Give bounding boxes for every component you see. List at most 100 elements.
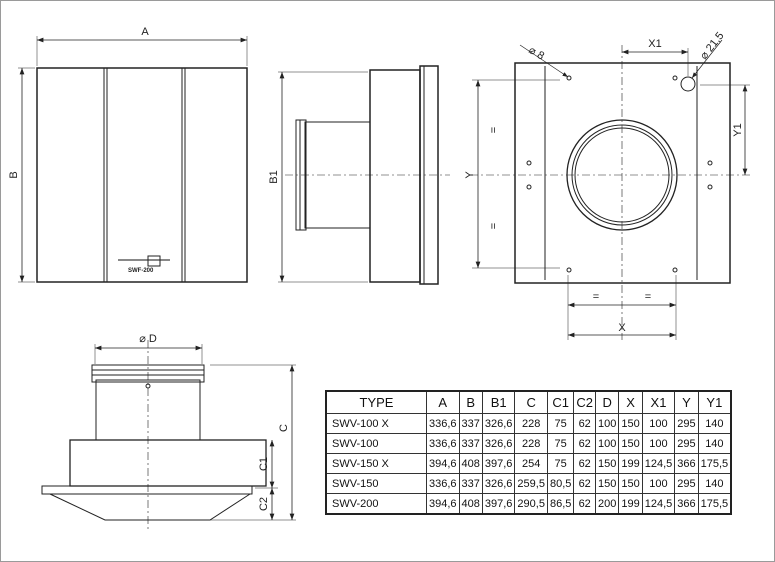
value-cell: 62 — [573, 493, 596, 515]
dim-label-a: A — [141, 26, 149, 38]
value-cell: 75 — [546, 433, 575, 454]
dim-label-c1: C1 — [258, 457, 270, 471]
column-header: Y — [674, 390, 699, 414]
column-header: B1 — [481, 390, 516, 414]
value-cell: 100 — [641, 413, 676, 434]
value-cell: 86,5 — [546, 493, 575, 515]
dim-label-eq-lower: = — [488, 223, 500, 229]
type-cell: SWV-200 — [325, 493, 427, 515]
value-cell: 150 — [618, 473, 643, 494]
side-view — [278, 65, 450, 285]
value-cell: 124,5 — [641, 493, 676, 515]
value-cell: 397,6 — [481, 493, 516, 515]
value-cell: 228 — [514, 433, 548, 454]
value-cell: 254 — [514, 453, 548, 474]
dim-label-eq-left: = — [593, 291, 599, 303]
value-cell: 62 — [573, 453, 596, 474]
value-cell: 326,6 — [481, 413, 516, 434]
value-cell: 80,5 — [546, 473, 575, 494]
value-cell: 100 — [594, 413, 620, 434]
type-cell: SWV-100 — [325, 433, 427, 454]
value-cell: 150 — [594, 473, 620, 494]
dim-label-c: C — [278, 424, 290, 432]
type-cell: SWV-150 — [325, 473, 427, 494]
dim-label-y1: Y1 — [732, 123, 744, 136]
value-cell: 150 — [618, 433, 643, 454]
value-cell: 295 — [674, 473, 699, 494]
value-cell: 336,6 — [426, 473, 460, 494]
value-cell: 140 — [697, 473, 732, 494]
column-header: C2 — [573, 390, 596, 414]
value-cell: 75 — [546, 413, 575, 434]
value-cell: 62 — [573, 473, 596, 494]
value-cell: 100 — [594, 433, 620, 454]
dim-label-hole-21: ⌀ 21,5 — [698, 30, 727, 62]
type-cell: SWV-150 X — [325, 453, 427, 474]
value-cell: 140 — [697, 413, 732, 434]
value-cell: 175,5 — [697, 493, 732, 515]
column-header: X — [618, 390, 643, 414]
dim-label-hole-8: ⌀ 8 — [527, 44, 547, 62]
dim-label-x: X — [618, 322, 626, 334]
dim-label-x1: X1 — [648, 38, 661, 50]
column-header: D — [594, 390, 620, 414]
value-cell: 295 — [674, 433, 699, 454]
dim-label-diameter-d: ⌀ D — [139, 333, 157, 345]
value-cell: 394,6 — [426, 453, 460, 474]
value-cell: 62 — [573, 433, 596, 454]
value-cell: 295 — [674, 413, 699, 434]
value-cell: 150 — [594, 453, 620, 474]
column-header: TYPE — [325, 390, 427, 414]
column-header: C1 — [546, 390, 575, 414]
dim-label-c2: C2 — [258, 497, 270, 511]
value-cell: 326,6 — [481, 473, 516, 494]
value-cell: 336,6 — [426, 433, 460, 454]
value-cell: 259,5 — [514, 473, 548, 494]
column-header: Y1 — [697, 390, 732, 414]
value-cell: 394,6 — [426, 493, 460, 515]
model-plate: SWF-200 — [128, 268, 154, 274]
dim-label-b1: B1 — [268, 170, 280, 183]
value-cell: 75 — [546, 453, 575, 474]
dim-label-y: Y — [464, 171, 476, 179]
value-cell: 199 — [618, 493, 643, 515]
value-cell: 366 — [674, 493, 699, 515]
value-cell: 337 — [458, 433, 483, 454]
dim-label-eq-right: = — [645, 291, 651, 303]
value-cell: 397,6 — [481, 453, 516, 474]
value-cell: 199 — [618, 453, 643, 474]
value-cell: 140 — [697, 433, 732, 454]
dim-label-eq-upper: = — [488, 127, 500, 133]
value-cell: 200 — [594, 493, 620, 515]
column-header: C — [514, 390, 548, 414]
column-header: X1 — [641, 390, 676, 414]
column-header: A — [426, 390, 460, 414]
value-cell: 336,6 — [426, 413, 460, 434]
value-cell: 337 — [458, 473, 483, 494]
value-cell: 100 — [641, 433, 676, 454]
value-cell: 62 — [573, 413, 596, 434]
value-cell: 150 — [618, 413, 643, 434]
front-view — [18, 36, 248, 283]
value-cell: 366 — [674, 453, 699, 474]
value-cell: 175,5 — [697, 453, 732, 474]
column-header: B — [458, 390, 483, 414]
value-cell: 290,5 — [514, 493, 548, 515]
section-view — [41, 340, 296, 530]
value-cell: 337 — [458, 413, 483, 434]
value-cell: 408 — [458, 493, 483, 515]
rear-view — [470, 39, 750, 340]
type-cell: SWV-100 X — [325, 413, 427, 434]
value-cell: 100 — [641, 473, 676, 494]
value-cell: 326,6 — [481, 433, 516, 454]
value-cell: 228 — [514, 413, 548, 434]
dim-label-b: B — [8, 171, 20, 178]
